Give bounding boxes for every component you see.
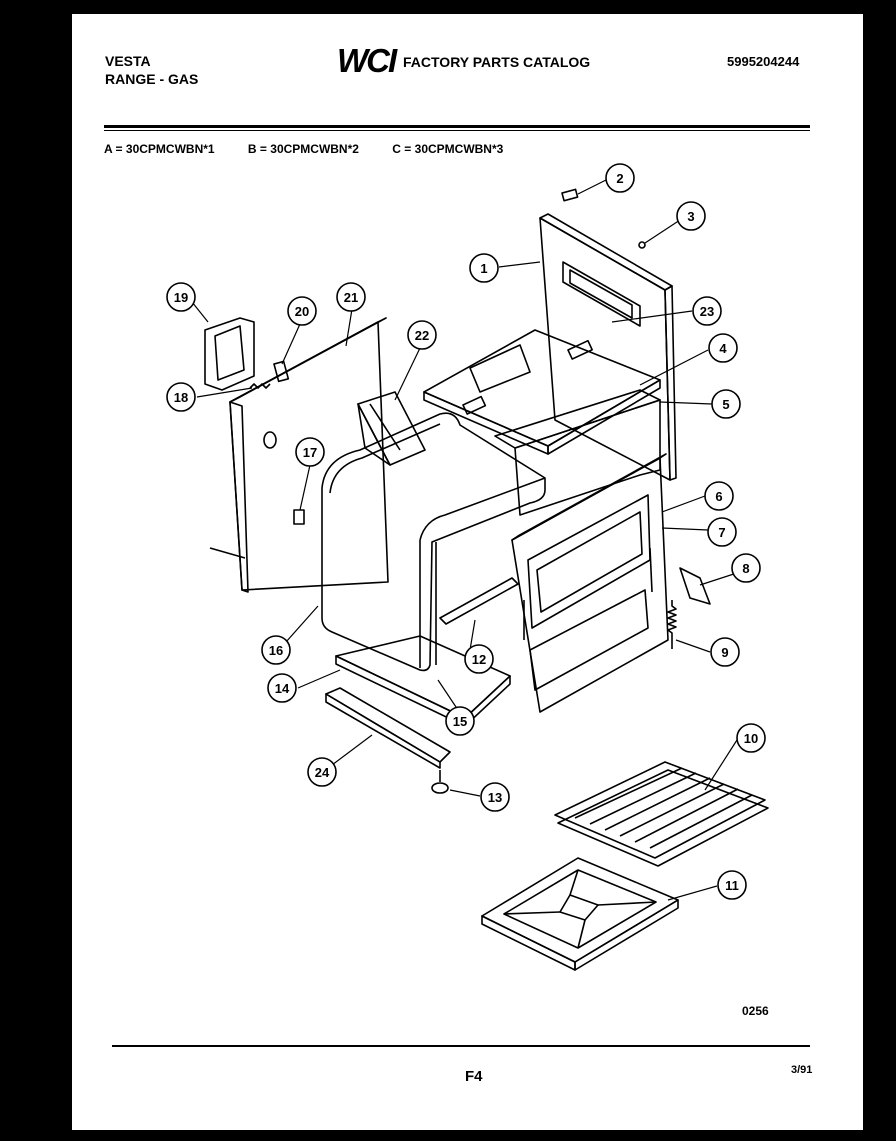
- diagram-code: 0256: [742, 1004, 769, 1018]
- revision-date: 3/91: [791, 1064, 813, 1076]
- svg-text:21: 21: [344, 290, 358, 305]
- svg-text:4: 4: [719, 341, 727, 356]
- broiler-pan: [481, 857, 679, 971]
- svg-text:24: 24: [315, 765, 330, 780]
- catalog-title: FACTORY PARTS CATALOG: [403, 54, 591, 70]
- svg-text:6: 6: [715, 489, 722, 504]
- callout-6[interactable]: 6: [704, 481, 734, 511]
- model-b: B = 30CPMCWBN*2: [247, 142, 359, 156]
- svg-text:14: 14: [275, 681, 290, 696]
- catalog-sheet: [72, 14, 863, 1130]
- brand-block: VESTA RANGE - GAS: [105, 52, 198, 88]
- svg-text:17: 17: [303, 445, 317, 460]
- callout-8[interactable]: 8: [731, 553, 761, 583]
- callout-24[interactable]: 24: [307, 757, 337, 787]
- oven-liner: [321, 412, 546, 672]
- svg-text:9: 9: [721, 645, 728, 660]
- callout-5[interactable]: 5: [711, 389, 741, 419]
- burner-box: [357, 391, 426, 466]
- oven-rack: [554, 761, 769, 867]
- callout-18[interactable]: 18: [166, 382, 196, 412]
- svg-text:7: 7: [718, 525, 725, 540]
- callout-17[interactable]: 17: [295, 437, 325, 467]
- leader-lines: [191, 179, 744, 901]
- heat-deflector: [494, 389, 661, 516]
- back-panel: [539, 213, 677, 481]
- svg-text:2: 2: [616, 171, 623, 186]
- callout-16[interactable]: 16: [261, 635, 291, 665]
- model-list: A = 30CPMCWBN*1 B = 30CPMCWBN*2 C = 30CP…: [104, 142, 533, 156]
- product-type: RANGE - GAS: [105, 71, 199, 87]
- callout-10[interactable]: 10: [736, 723, 766, 753]
- header-rule: [104, 125, 810, 128]
- page-number: F4: [465, 1068, 483, 1085]
- oven-door: [511, 453, 669, 713]
- svg-text:13: 13: [488, 790, 502, 805]
- svg-text:23: 23: [700, 304, 714, 319]
- rack-slide: [439, 577, 519, 625]
- svg-text:18: 18: [174, 390, 188, 405]
- model-a: A = 30CPMCWBN*1: [104, 142, 215, 156]
- burner-part: [293, 509, 305, 525]
- brand-name: VESTA: [105, 53, 151, 69]
- footer-rule: [112, 1045, 810, 1047]
- svg-text:16: 16: [269, 643, 283, 658]
- screw: [638, 241, 646, 249]
- svg-text:15: 15: [453, 714, 467, 729]
- callout-19[interactable]: 19: [166, 282, 196, 312]
- leveling-leg: [431, 770, 449, 794]
- svg-text:10: 10: [744, 731, 758, 746]
- callout-12[interactable]: 12: [464, 644, 494, 674]
- hinge-spring: [667, 600, 677, 649]
- callout-3[interactable]: 3: [676, 201, 706, 231]
- svg-text:1: 1: [480, 261, 487, 276]
- svg-text:20: 20: [295, 304, 309, 319]
- bracket: [204, 317, 255, 391]
- svg-text:5: 5: [722, 397, 729, 412]
- callout-13[interactable]: 13: [480, 782, 510, 812]
- kick-panel: [325, 687, 451, 769]
- svg-text:11: 11: [725, 878, 739, 893]
- svg-text:8: 8: [742, 561, 749, 576]
- burner-tray: [423, 329, 661, 455]
- callout-23[interactable]: 23: [692, 296, 722, 326]
- callout-15[interactable]: 15: [445, 706, 475, 736]
- model-c: C = 30CPMCWBN*3: [392, 142, 504, 156]
- spring: [249, 383, 271, 389]
- hinge: [679, 567, 711, 605]
- svg-text:22: 22: [415, 328, 429, 343]
- side-panel: [209, 317, 389, 593]
- callout-21[interactable]: 21: [336, 282, 366, 312]
- svg-text:19: 19: [174, 290, 188, 305]
- callout-22[interactable]: 22: [407, 320, 437, 350]
- catalog-number: 5995204244: [727, 54, 800, 69]
- svg-text:3: 3: [687, 209, 694, 224]
- small-part: [561, 188, 579, 202]
- wci-logo: WCI: [337, 42, 397, 79]
- callout-2[interactable]: 2: [605, 163, 635, 193]
- callout-14[interactable]: 14: [267, 673, 297, 703]
- header-rule-thin: [104, 130, 810, 131]
- callout-11[interactable]: 11: [717, 870, 747, 900]
- callout-4[interactable]: 4: [708, 333, 738, 363]
- callout-20[interactable]: 20: [287, 296, 317, 326]
- callout-9[interactable]: 9: [710, 637, 740, 667]
- svg-text:12: 12: [472, 652, 486, 667]
- callout-1[interactable]: 1: [469, 253, 499, 283]
- clip: [273, 360, 290, 383]
- door-trim: [649, 547, 653, 593]
- callout-7[interactable]: 7: [707, 517, 737, 547]
